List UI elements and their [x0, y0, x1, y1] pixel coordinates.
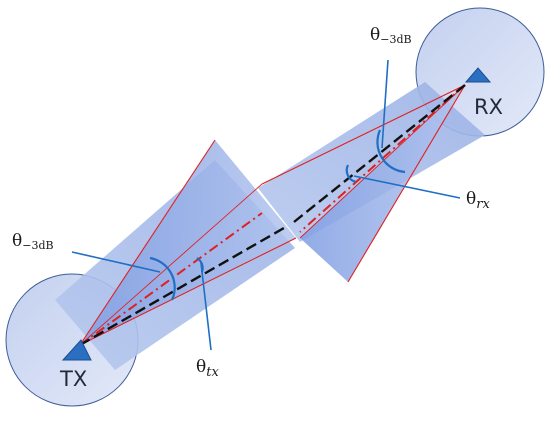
tx-beamwidth-arc — [149, 256, 176, 301]
rx-angle-label: θrx — [466, 189, 490, 212]
tx-antenna-marker — [61, 339, 92, 361]
tx-beamwidth-label: θ−3dB — [12, 231, 54, 252]
rx-beam-edge-lower — [347, 84, 466, 283]
tx-beam-edge-lower — [79, 237, 297, 346]
boresight-line-rx-side — [293, 84, 466, 223]
tx-beam-cone — [80, 140, 296, 345]
rx-misalignment-arc — [345, 164, 357, 184]
tx-beamwidth-callout — [71, 251, 161, 273]
rx-beam-edge-upper — [261, 84, 466, 185]
rx-beamwidth-arc — [376, 129, 406, 174]
boresight-line-tx-side — [79, 226, 285, 347]
tx-rx-outer-edge-lower — [299, 84, 466, 239]
tx-beam-edge-upper — [79, 139, 216, 346]
rx-beamwidth-label: θ−3dB — [370, 25, 412, 46]
rx-beam-cone — [300, 85, 465, 282]
tx-rx-outer-edge-upper — [79, 183, 263, 346]
tx-angle-callout — [200, 262, 212, 351]
tx-label: TX — [59, 367, 87, 391]
rx-label: RX — [474, 95, 503, 119]
rx-beamwidth-callout — [381, 59, 389, 149]
tx-misaligned-axis — [79, 212, 263, 346]
rx-antenna-marker — [464, 67, 492, 83]
rx-misaligned-axis — [299, 84, 466, 233]
rx-angle-callout — [353, 175, 461, 199]
tx-angle-label: θtx — [196, 357, 219, 380]
